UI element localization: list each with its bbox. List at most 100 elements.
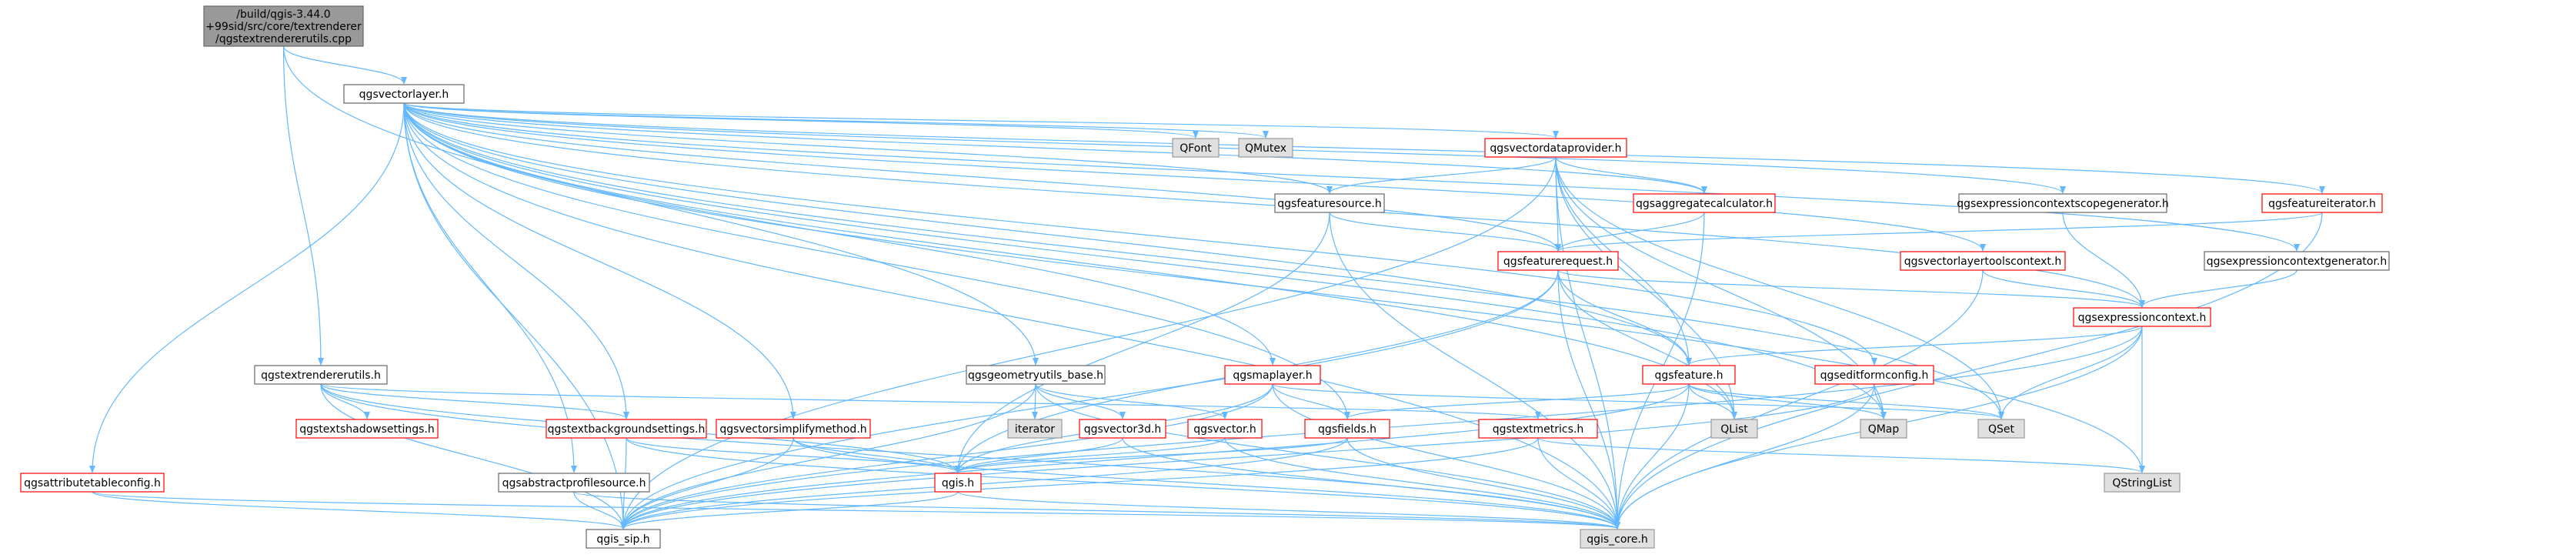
node-label-vec3d-0: qgsvector3d.h bbox=[1084, 423, 1162, 436]
edge-feature-to-qmap bbox=[1688, 383, 1887, 419]
edge-vectorlayer-to-bgset bbox=[403, 102, 629, 419]
edge-vsm-to-sip bbox=[620, 437, 794, 530]
edge-tru-to-core bbox=[320, 383, 1620, 530]
edge-metrics-to-sip bbox=[620, 437, 1539, 530]
edge-geomutils-to-sip bbox=[620, 383, 1036, 530]
edge-vectorlayer-to-vltc bbox=[403, 102, 1986, 252]
node-box-qmap bbox=[1860, 419, 1907, 439]
node-qgis[interactable]: qgis.h bbox=[934, 473, 982, 493]
edge-featreq-to-sip bbox=[620, 269, 1559, 530]
node-label-tru-0: qgstextrendererutils.h bbox=[261, 369, 381, 382]
node-maplayer[interactable]: qgsmaplayer.h bbox=[1224, 365, 1321, 385]
node-qstringlist[interactable]: QStringList bbox=[2104, 473, 2181, 493]
node-vector[interactable]: qgsvector.h bbox=[1187, 419, 1263, 439]
edge-maplayer-to-sip bbox=[620, 383, 1273, 530]
edge-tru-to-shadow bbox=[320, 383, 370, 419]
edge-vectorlayer-to-qmap bbox=[403, 102, 1887, 419]
node-shadow[interactable]: qgstextshadowsettings.h bbox=[295, 419, 439, 439]
node-box-metrics bbox=[1478, 419, 1598, 439]
node-box-geomutils bbox=[966, 365, 1106, 385]
edge-vdp-to-core bbox=[1555, 156, 1620, 530]
node-bgset[interactable]: qgstextbackgroundsettings.h bbox=[546, 419, 707, 439]
edge-geomutils-to-core bbox=[1035, 383, 1620, 530]
node-box-vsm bbox=[716, 419, 871, 439]
edge-root-to-vectorlayer bbox=[282, 45, 407, 85]
node-ecg[interactable]: qgsexpressioncontextgenerator.h bbox=[2204, 251, 2390, 271]
node-vsm[interactable]: qgsvectorsimplifymethod.h bbox=[716, 419, 871, 439]
edge-vectorlayer-to-feature bbox=[403, 102, 1692, 366]
node-box-featreq bbox=[1497, 251, 1619, 271]
node-box-feature bbox=[1642, 365, 1736, 385]
node-fields[interactable]: qgsfields.h bbox=[1304, 419, 1390, 439]
node-qmap[interactable]: QMap bbox=[1860, 419, 1907, 439]
node-label-fields-0: qgsfields.h bbox=[1318, 423, 1376, 436]
node-qmutex[interactable]: QMutex bbox=[1238, 138, 1293, 158]
node-label-qgis-0: qgis.h bbox=[942, 477, 974, 490]
node-label-shadow-0: qgstextshadowsettings.h bbox=[299, 423, 435, 436]
edge-featuresource-to-featreq bbox=[1329, 212, 1561, 252]
edge-root-to-geomutils bbox=[282, 45, 1039, 366]
node-sip[interactable]: qgis_sip.h bbox=[586, 529, 661, 549]
node-vdp[interactable]: qgsvectordataprovider.h bbox=[1484, 138, 1627, 158]
node-core[interactable]: qgis_core.h bbox=[1580, 529, 1655, 549]
dependency-edges bbox=[89, 45, 2325, 530]
node-qfont[interactable]: QFont bbox=[1172, 138, 1220, 158]
node-box-maplayer bbox=[1224, 365, 1321, 385]
edge-vdp-to-sip bbox=[620, 156, 1557, 530]
node-box-qgis bbox=[934, 473, 982, 493]
edge-feature-to-core bbox=[1614, 383, 1690, 530]
edge-vsm-to-qgis bbox=[792, 437, 961, 473]
edge-qgis-to-sip bbox=[620, 491, 959, 530]
node-iterator[interactable]: iterator bbox=[1007, 419, 1063, 439]
node-label-feature-0: qgsfeature.h bbox=[1655, 369, 1723, 382]
edge-vectorlayer-to-qset bbox=[403, 102, 2004, 419]
node-featiter[interactable]: qgsfeatureiterator.h bbox=[2261, 193, 2383, 213]
edge-vectorlayer-to-vsm bbox=[403, 102, 796, 419]
node-root[interactable]: /build/qgis-3.44.0+99sid/src/core/textre… bbox=[203, 5, 364, 47]
node-expctx[interactable]: qgsexpressioncontext.h bbox=[2073, 307, 2211, 327]
edge-vectorlayer-to-qmutex bbox=[403, 102, 1269, 139]
edge-attrtable-to-sip bbox=[92, 491, 626, 530]
node-box-ecg bbox=[2204, 251, 2390, 271]
node-box-iterator bbox=[1007, 419, 1063, 439]
edge-vectorlayer-to-qlist bbox=[403, 102, 1737, 419]
node-feature[interactable]: qgsfeature.h bbox=[1642, 365, 1736, 385]
node-tru[interactable]: qgstextrendererutils.h bbox=[254, 365, 388, 385]
node-qlist[interactable]: QList bbox=[1710, 419, 1758, 439]
node-editform[interactable]: qgseditformconfig.h bbox=[1814, 365, 1934, 385]
node-metrics[interactable]: qgstextmetrics.h bbox=[1478, 419, 1598, 439]
edge-vectorlayer-to-sip bbox=[403, 102, 626, 530]
node-label-core-0: qgis_core.h bbox=[1587, 533, 1648, 546]
edge-aggcalc-to-featreq bbox=[1555, 212, 1705, 252]
node-geomutils[interactable]: qgsgeometryutils_base.h bbox=[966, 365, 1106, 385]
node-label-iterator-0: iterator bbox=[1015, 423, 1055, 436]
edge-featiter-to-featreq bbox=[1555, 212, 2323, 252]
edge-ecsg-to-expctx bbox=[2062, 212, 2145, 308]
node-aggcalc[interactable]: qgsaggregatecalculator.h bbox=[1633, 193, 1776, 213]
edge-vectorlayer-to-maplayer bbox=[403, 102, 1276, 366]
node-vltc[interactable]: qgsvectorlayertoolscontext.h bbox=[1900, 251, 2066, 271]
edge-maplayer-to-qset bbox=[1272, 383, 2004, 419]
node-vec3d[interactable]: qgsvector3d.h bbox=[1079, 419, 1166, 439]
edge-feature-to-qlist bbox=[1688, 383, 1737, 419]
node-featuresource[interactable]: qgsfeaturesource.h bbox=[1274, 193, 1385, 213]
node-box-expctx bbox=[2073, 307, 2211, 327]
node-label-qstringlist-0: QStringList bbox=[2112, 477, 2172, 490]
node-box-root bbox=[203, 5, 364, 47]
node-attrtable[interactable]: qgsattributetableconfig.h bbox=[20, 473, 165, 493]
node-box-qlist bbox=[1710, 419, 1758, 439]
node-box-ecsg bbox=[1958, 193, 2167, 213]
edge-fields-to-sip bbox=[620, 437, 1348, 530]
node-label-sip-0: qgis_sip.h bbox=[596, 533, 649, 546]
node-label-vectorlayer-0: qgsvectorlayer.h bbox=[359, 89, 449, 101]
edge-vdp-to-qset bbox=[1555, 156, 2004, 419]
node-vectorlayer[interactable]: qgsvectorlayer.h bbox=[343, 84, 465, 104]
node-qset[interactable]: QSet bbox=[1977, 419, 2025, 439]
edge-vectorlayer-to-aggcalc bbox=[403, 102, 1707, 194]
edge-vectorlayer-to-ecsg bbox=[403, 102, 2066, 194]
node-absprof[interactable]: qgsabstractprofilesource.h bbox=[498, 473, 650, 493]
node-label-root-1: +99sid/src/core/textrenderer bbox=[205, 21, 362, 33]
node-ecsg[interactable]: qgsexpressioncontextscopegenerator.h bbox=[1957, 193, 2169, 213]
node-featreq[interactable]: qgsfeaturerequest.h bbox=[1497, 251, 1619, 271]
node-box-aggcalc bbox=[1633, 193, 1776, 213]
